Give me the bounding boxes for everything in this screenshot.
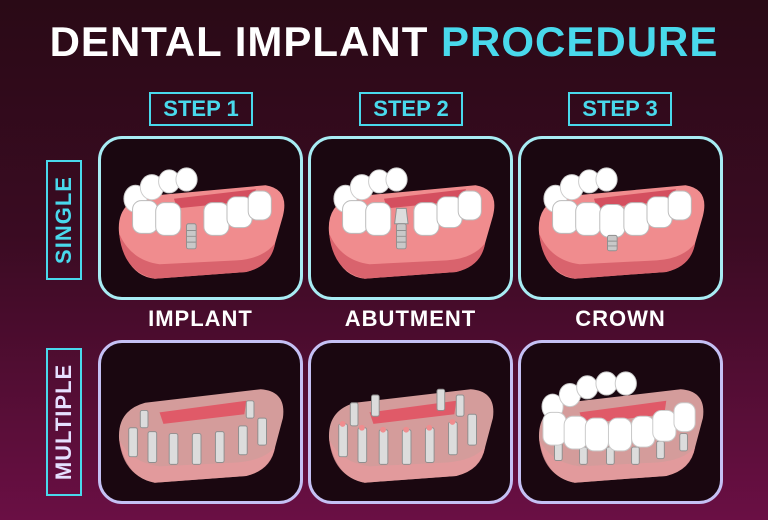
row-label-multiple: MULTIPLE — [46, 348, 82, 496]
caption-crown: CROWN — [575, 306, 666, 331]
card-single-crown — [518, 136, 723, 300]
title-part-accent: PROCEDURE — [441, 18, 719, 65]
step-2-label: STEP 2 — [359, 92, 463, 126]
jaw-full-arch-crowns-icon — [538, 371, 704, 483]
card-multiple-abutment — [308, 340, 513, 504]
step-3-label: STEP 3 — [568, 92, 672, 126]
card-single-implant — [98, 136, 303, 300]
caption-abutment: ABUTMENT — [344, 306, 477, 331]
caption-implant: IMPLANT — [148, 306, 253, 331]
row-label-multiple-text: MULTIPLE — [51, 363, 77, 481]
card-single-abutment — [308, 136, 513, 300]
card-multiple-crown — [518, 340, 723, 504]
card-multiple-implant — [98, 340, 303, 504]
jaw-single-implant-icon — [118, 167, 285, 279]
jaw-single-abutment-icon — [328, 167, 495, 279]
jaw-full-arch-implants-icon — [118, 389, 284, 483]
row-label-single-text: SINGLE — [51, 176, 76, 264]
title-part-white: DENTAL IMPLANT — [49, 18, 429, 65]
step-1-label: STEP 1 — [149, 92, 253, 126]
jaw-single-crown-icon — [538, 167, 705, 279]
page-title: DENTAL IMPLANT PROCEDURE — [0, 18, 768, 66]
row-label-single: SINGLE — [46, 160, 82, 280]
jaw-full-arch-abutments-icon — [328, 388, 494, 483]
